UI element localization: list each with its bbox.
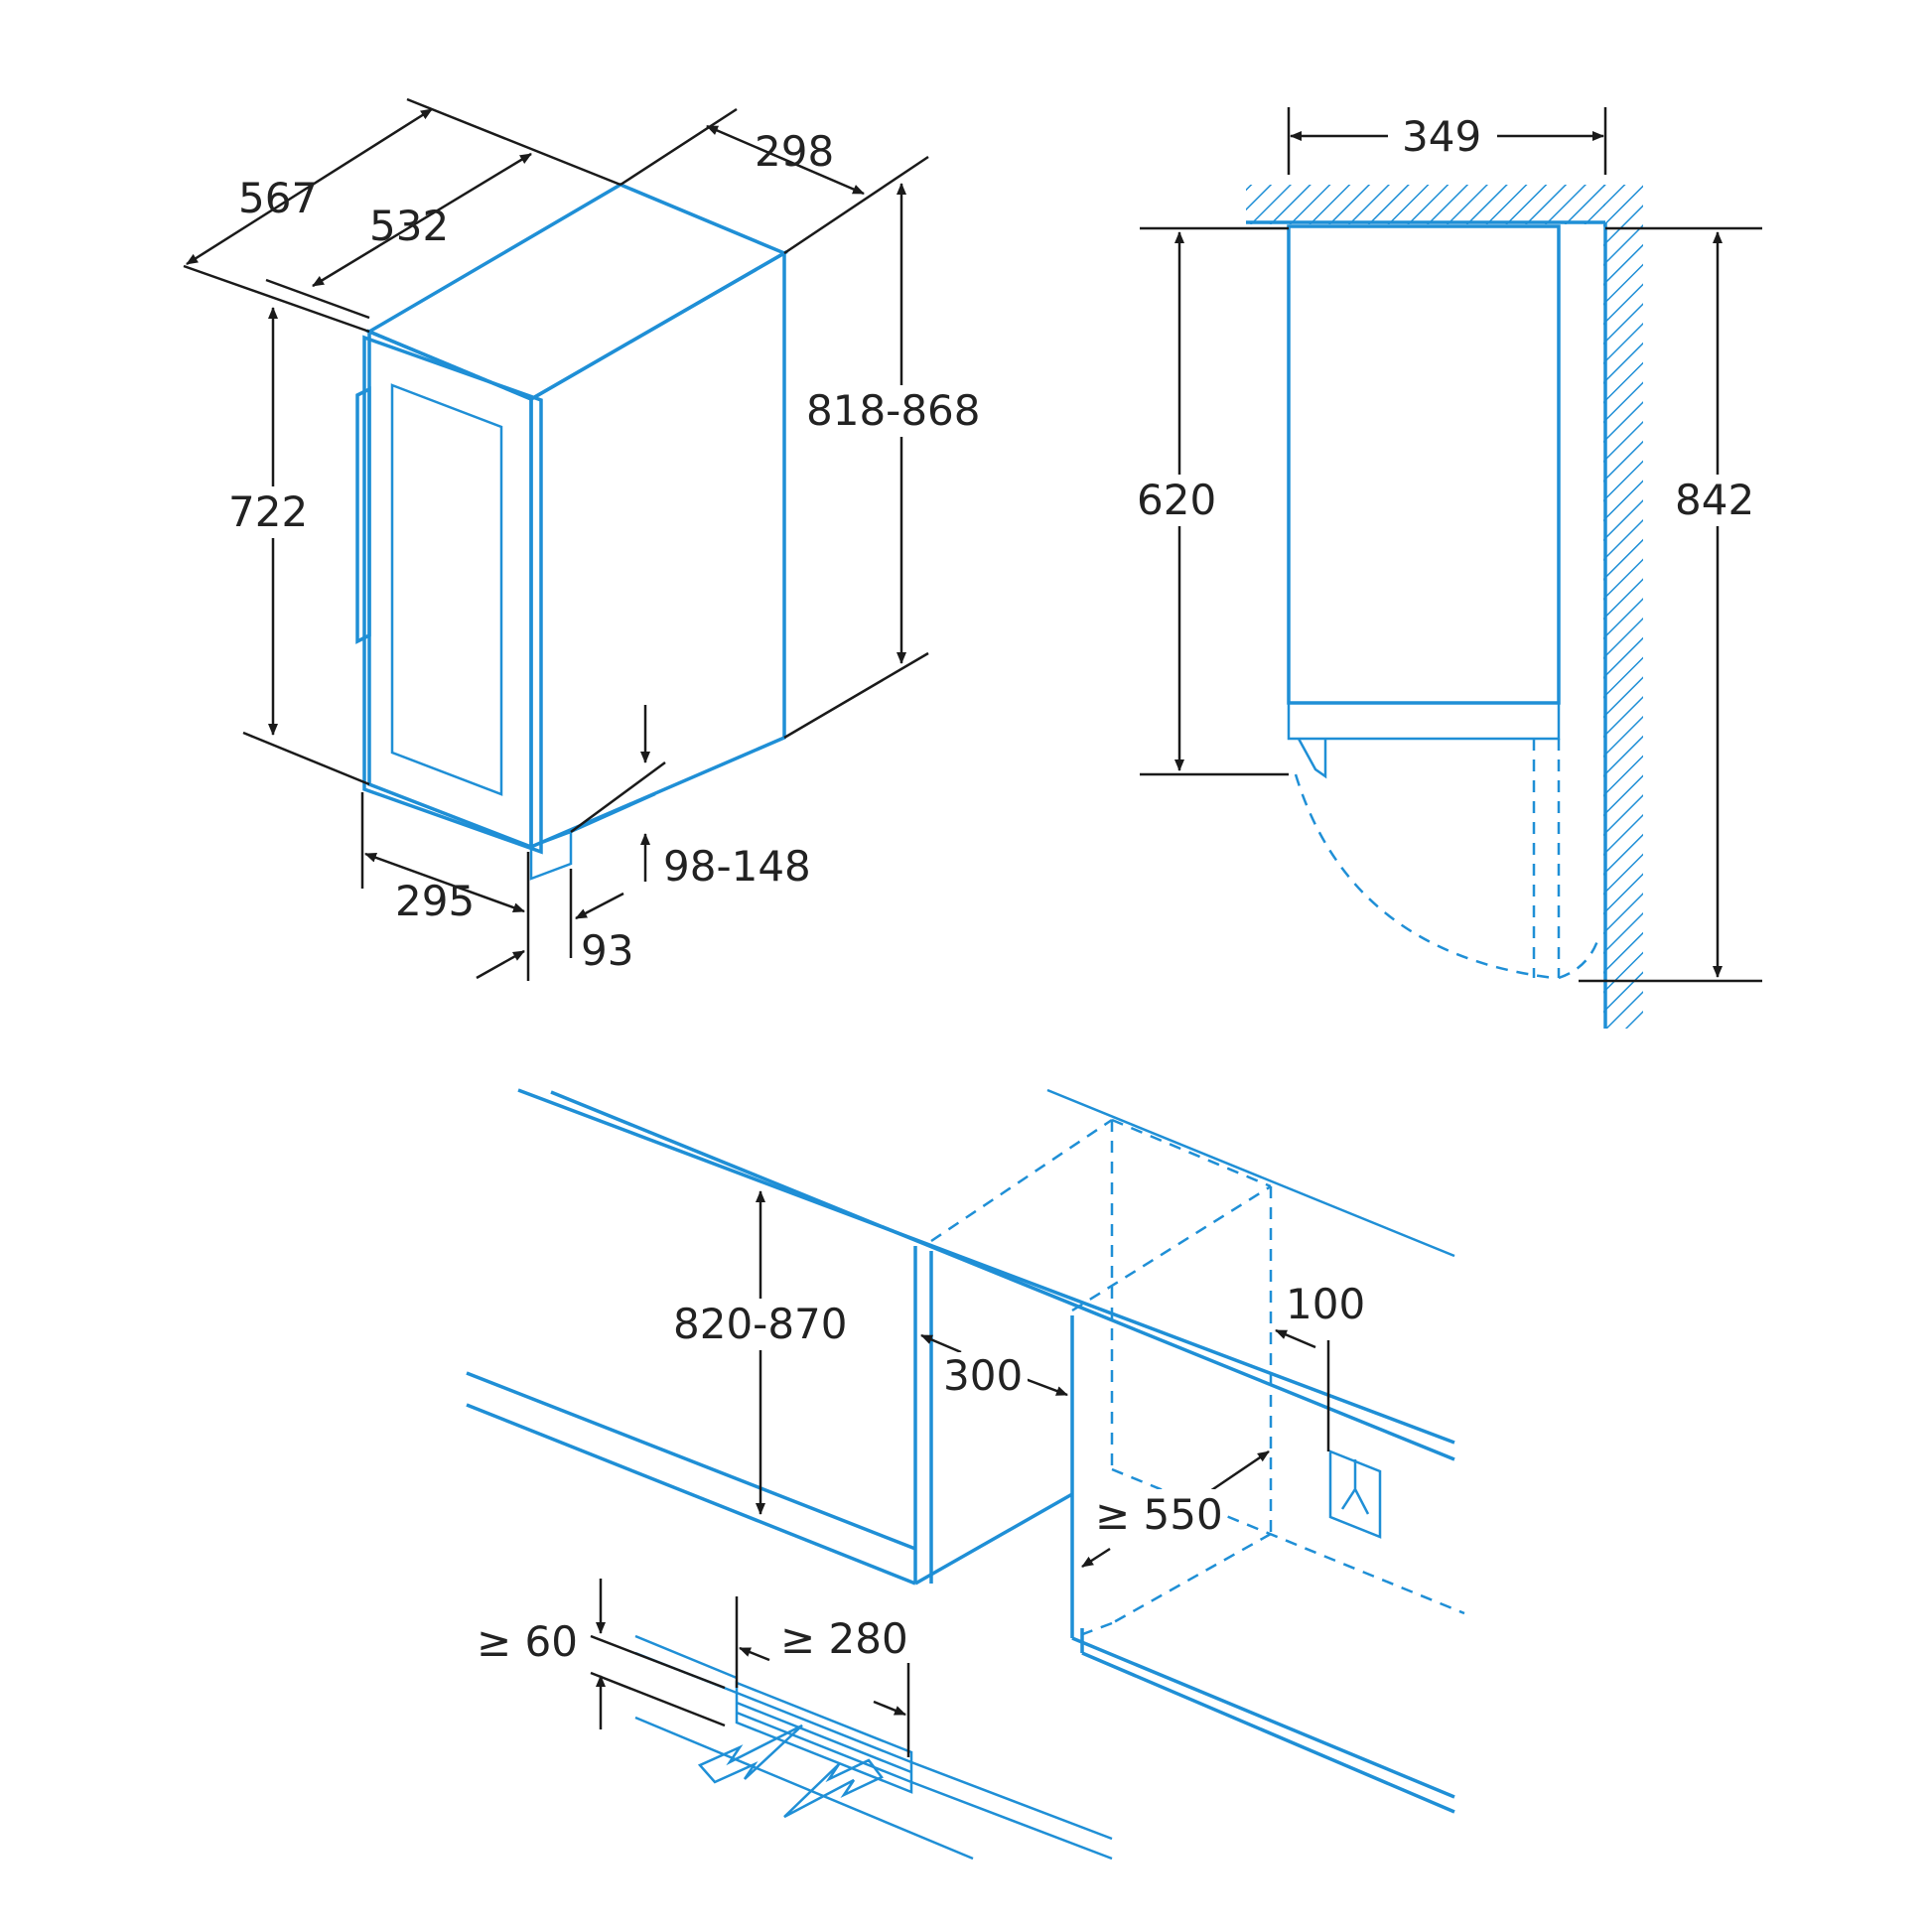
appliance-side <box>1287 224 1600 980</box>
label-niche-width: 300 <box>943 1351 1023 1400</box>
label-plinth-height: 98-148 <box>663 842 811 891</box>
label-depth-inner: 532 <box>369 202 449 250</box>
side-dimension-lines <box>1140 107 1762 983</box>
label-niche-depth: ≥ 550 <box>1095 1490 1223 1539</box>
side-labels: 349 620 842 <box>1135 112 1762 526</box>
label-width: 298 <box>755 127 834 176</box>
iso-labels: 567 532 298 818-868 722 295 98-148 93 <box>226 127 989 975</box>
socket-icon <box>1328 1449 1382 1539</box>
wall <box>1246 185 1643 1029</box>
installation-view: 820-870 300 100 ≥ 550 ≥ 60 ≥ 280 <box>466 1088 1465 1861</box>
label-door-width: 295 <box>395 877 475 925</box>
worktop-and-cabinets <box>466 1088 1455 1814</box>
label-depth-outer: 567 <box>238 174 318 222</box>
label-height-total: 818-868 <box>806 386 981 435</box>
installation-dimension-lines <box>590 1190 1330 1757</box>
vent-grille <box>634 1634 1113 1861</box>
iso-dimension-lines <box>183 97 929 981</box>
label-side-width: 349 <box>1402 112 1481 161</box>
label-plinth-setback: 93 <box>581 926 633 975</box>
label-side-height-total: 842 <box>1675 476 1754 524</box>
isometric-view: 567 532 298 818-868 722 295 98-148 93 <box>183 97 989 981</box>
label-socket-offset: 100 <box>1286 1280 1365 1328</box>
label-vent-width: ≥ 280 <box>780 1614 908 1663</box>
installation-labels: 820-870 300 100 ≥ 550 ≥ 60 ≥ 280 <box>477 1280 1365 1666</box>
side-view: 349 620 842 <box>1135 107 1762 1029</box>
label-niche-height: 820-870 <box>673 1300 848 1348</box>
label-side-height-body: 620 <box>1137 476 1216 524</box>
label-vent-height: ≥ 60 <box>477 1617 578 1666</box>
cabinet-outline <box>355 183 788 881</box>
label-door-height: 722 <box>228 487 308 536</box>
